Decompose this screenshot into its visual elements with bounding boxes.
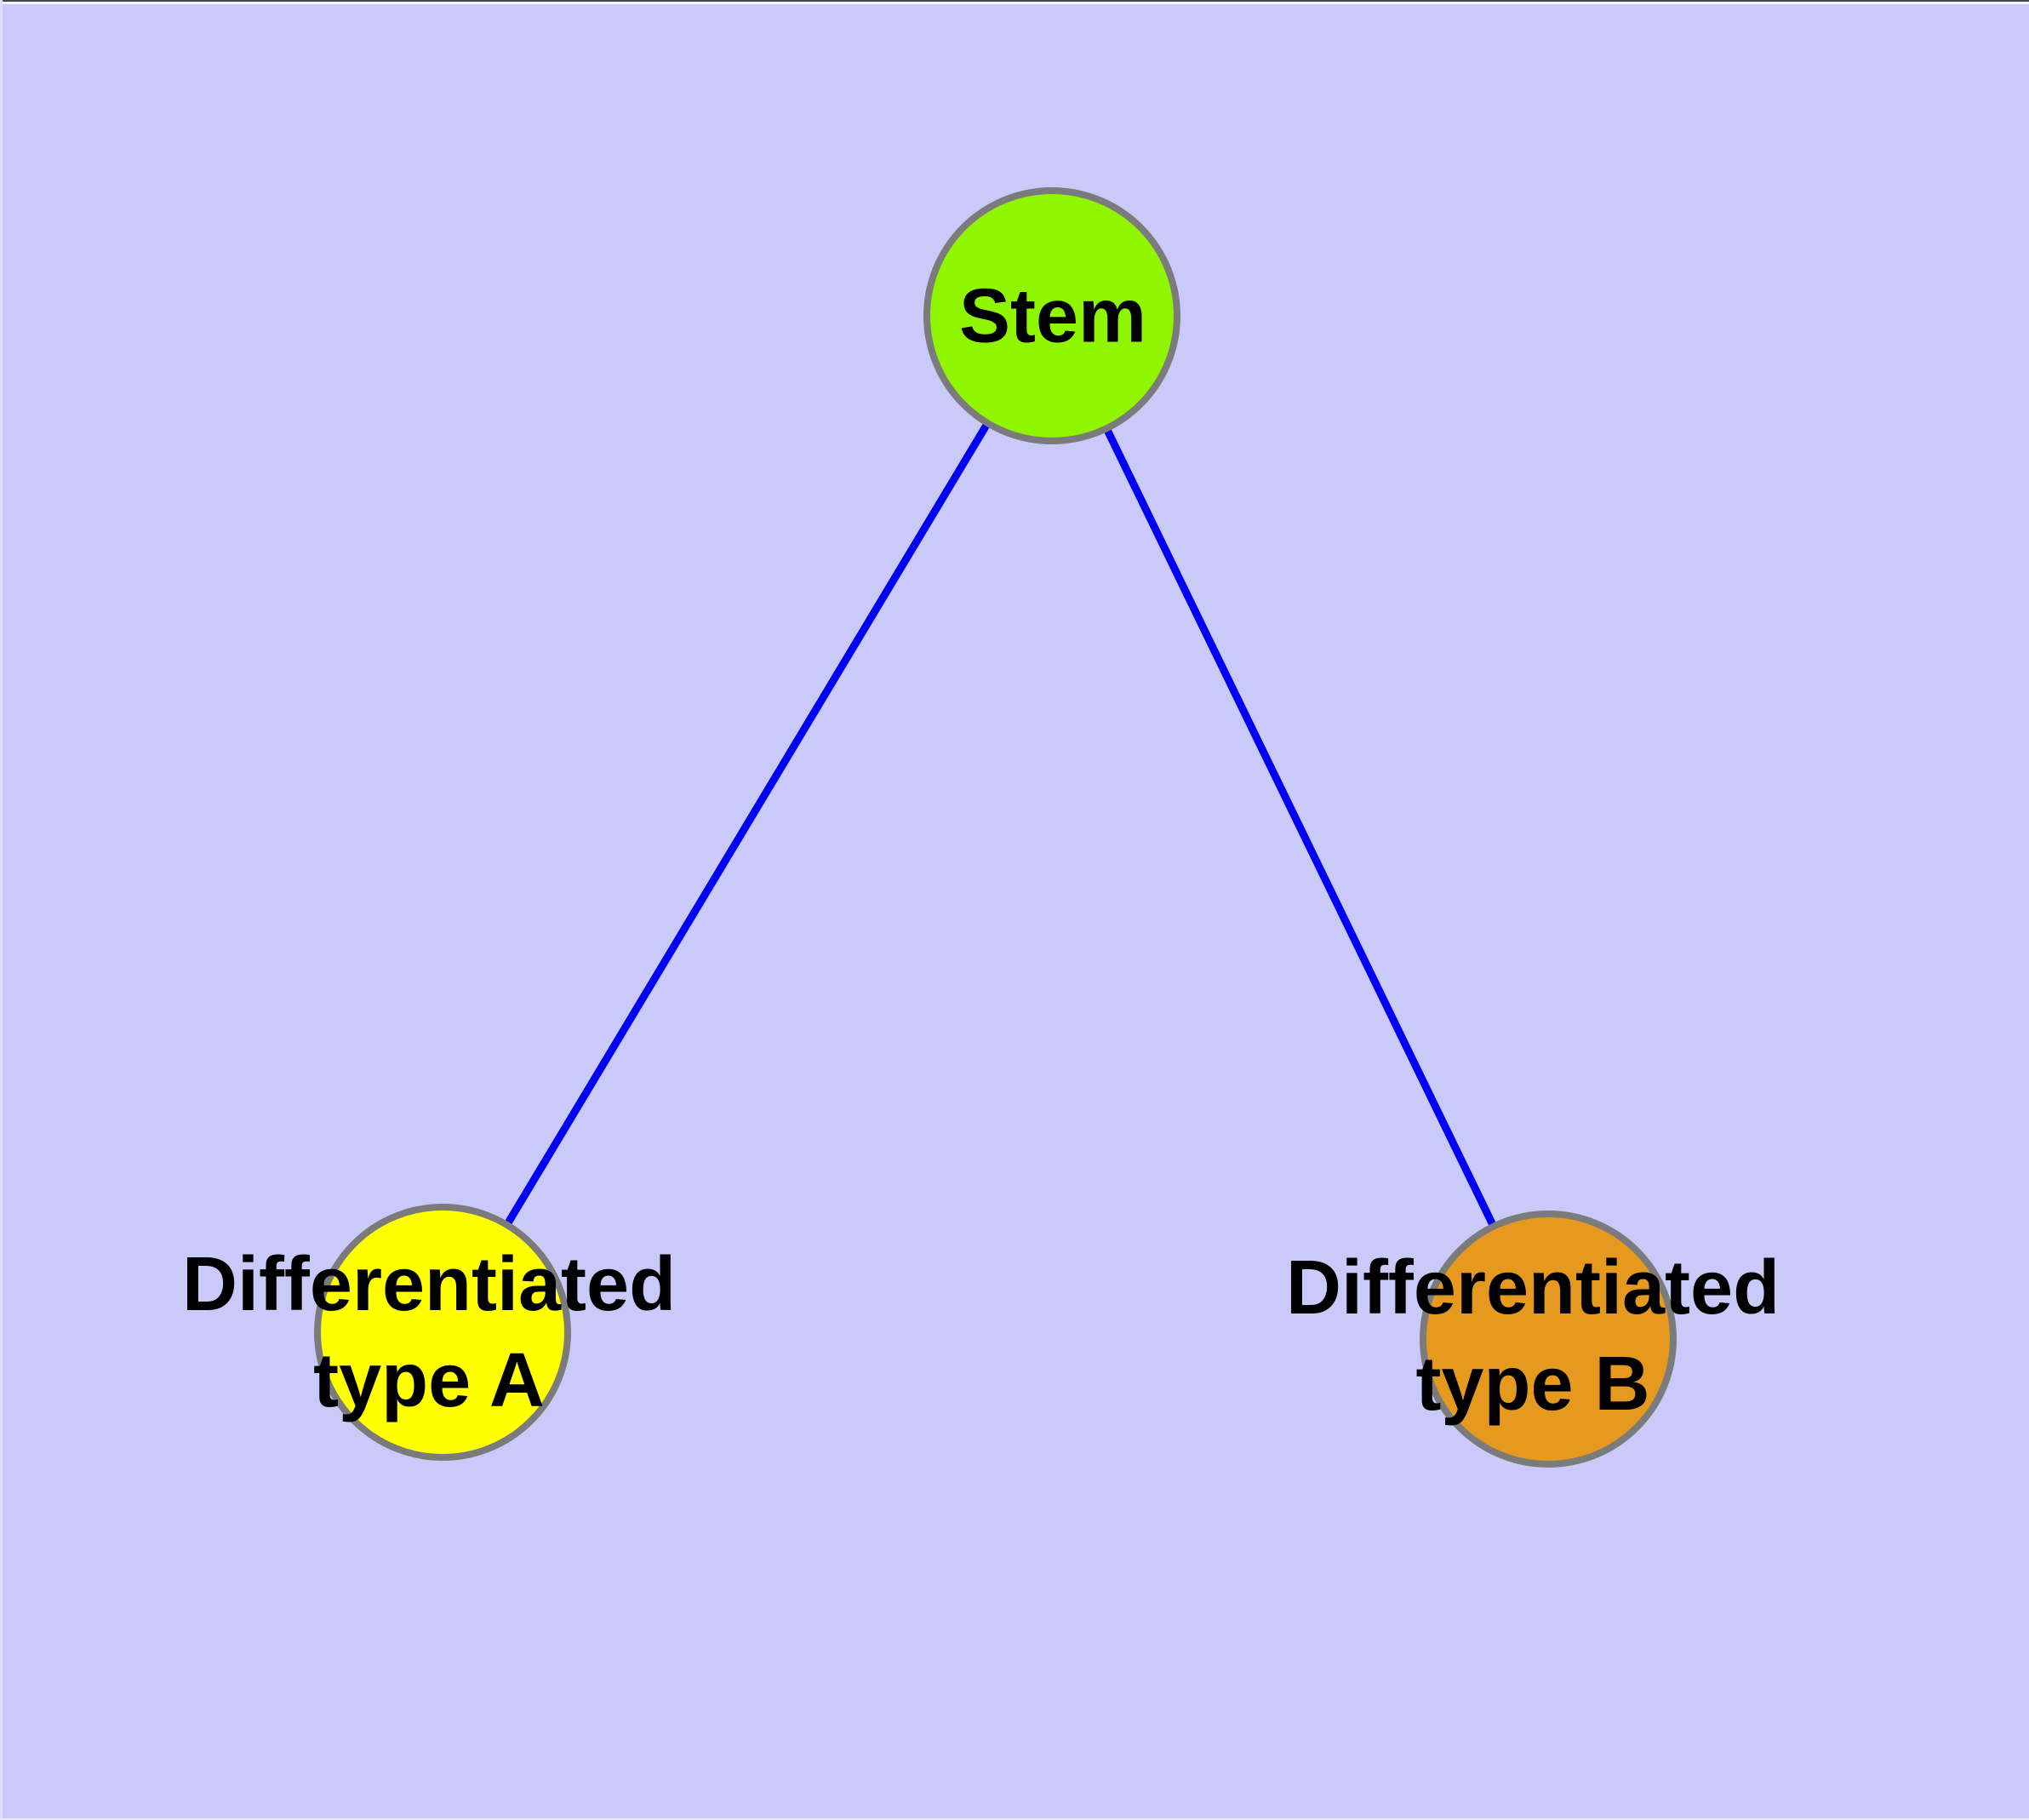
window-edge-left — [0, 0, 3, 1820]
edge-stem-to-type-a — [439, 313, 1055, 1335]
node-differentiated-type-b[interactable] — [1420, 1210, 1677, 1468]
node-differentiated-type-a[interactable] — [314, 1204, 571, 1461]
edge-stem-to-type-b — [1048, 314, 1552, 1341]
window-edge-bottom — [0, 1818, 2029, 1820]
window-edge-top-light — [0, 2, 2029, 4]
node-stem[interactable] — [923, 187, 1180, 444]
window-edge-top-dark — [0, 0, 2029, 2]
